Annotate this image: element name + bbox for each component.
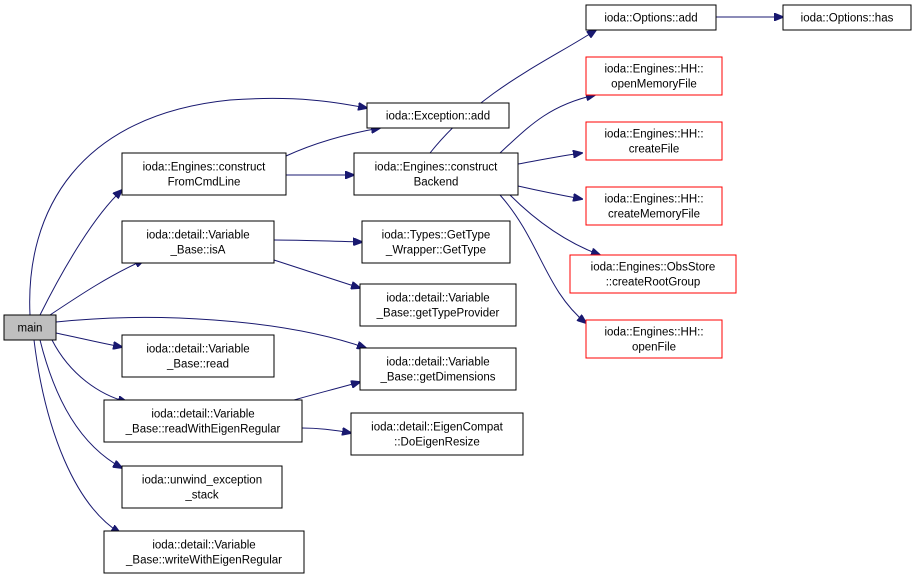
- node-hh_open[interactable]: ioda::Engines::HH::openFile: [585, 319, 723, 359]
- edge-construct_backend-to-hh_openmem: [499, 95, 595, 154]
- node-label: _Base::writeWithEigenRegular: [125, 555, 282, 567]
- node-var_readeigen[interactable]: ioda::detail::Variable_Base::readWithEig…: [103, 399, 303, 443]
- node-box: [103, 399, 303, 443]
- node-main[interactable]: main: [3, 314, 57, 341]
- edge-main-to-construct_cmd: [39, 190, 122, 316]
- node-box: [359, 347, 517, 391]
- node-label: ioda::Options::has: [801, 13, 894, 25]
- node-label: _Base::getDimensions: [379, 372, 495, 384]
- node-box: [103, 530, 305, 574]
- node-label: openFile: [632, 342, 676, 354]
- node-var_gettypeprovider[interactable]: ioda::detail::Variable_Base::getTypeProv…: [359, 283, 517, 327]
- edge-main-to-unwind: [39, 339, 122, 468]
- node-label: _Base::read: [166, 359, 229, 371]
- edge-var_isa-to-gettype: [273, 240, 362, 242]
- node-box: [585, 186, 723, 226]
- node-label: main: [18, 323, 43, 335]
- node-label: ioda::Engines::ObsStore: [591, 262, 716, 274]
- node-label: ioda::Options::add: [604, 13, 697, 25]
- edge-construct_backend-to-hh_creatememory: [517, 185, 582, 199]
- node-label: ioda::detail::Variable: [386, 357, 489, 369]
- node-opts_has[interactable]: ioda::Options::has: [782, 4, 912, 31]
- node-var_isa[interactable]: ioda::detail::Variable_Base::isA: [121, 220, 275, 264]
- edge-main-to-var_readeigen: [51, 339, 127, 402]
- node-box: [782, 4, 912, 31]
- node-box: [359, 283, 517, 327]
- node-label: createMemoryFile: [608, 209, 700, 221]
- node-box: [121, 220, 275, 264]
- edge-main-to-var_read: [55, 332, 122, 347]
- node-box: [361, 220, 511, 264]
- node-label: openMemoryFile: [611, 79, 697, 91]
- edge-var_readeigen-to-eigen_resize: [301, 428, 351, 433]
- node-box: [569, 254, 737, 294]
- node-label: ioda::Engines::HH::: [604, 327, 703, 339]
- node-label: _Base::isA: [170, 245, 226, 257]
- node-box: [121, 465, 283, 509]
- node-exc_add[interactable]: ioda::Exception::add: [366, 102, 510, 129]
- node-box: [121, 152, 287, 196]
- node-box: [585, 4, 717, 31]
- edge-var_readeigen-to-var_getdims: [293, 382, 360, 401]
- node-label: ioda::Engines::HH::: [604, 64, 703, 76]
- node-label: ioda::Exception::add: [386, 111, 490, 123]
- node-label: ioda::detail::Variable: [146, 344, 249, 356]
- node-label: _Base::readWithEigenRegular: [125, 424, 281, 436]
- node-hh_creatememory[interactable]: ioda::Engines::HH::createMemoryFile: [585, 186, 723, 226]
- edges-layer: [29, 17, 783, 533]
- node-var_read[interactable]: ioda::detail::Variable_Base::read: [121, 334, 275, 378]
- node-label: ::DoEigenResize: [394, 437, 480, 449]
- node-label: ioda::Engines::construct: [143, 162, 267, 174]
- node-eigen_resize[interactable]: ioda::detail::EigenCompat::DoEigenResize: [350, 412, 524, 456]
- edge-main-to-var_writeeigen: [33, 339, 120, 533]
- node-label: ioda::detail::EigenCompat: [371, 422, 503, 434]
- node-box: [585, 121, 723, 161]
- node-box: [121, 334, 275, 378]
- edge-construct_cmd-to-exc_add: [285, 128, 380, 157]
- node-box: [350, 412, 524, 456]
- node-label: _stack: [184, 490, 218, 502]
- node-label: ::createRootGroup: [606, 277, 701, 289]
- node-label: ioda::detail::Variable: [151, 409, 254, 421]
- edge-construct_backend-to-hh_open: [499, 194, 586, 323]
- node-box: [585, 319, 723, 359]
- node-label: ioda::Engines::HH::: [604, 129, 703, 141]
- node-obsstore_root[interactable]: ioda::Engines::ObsStore::createRootGroup: [569, 254, 737, 294]
- node-box: [3, 314, 57, 341]
- node-label: ioda::unwind_exception: [142, 475, 262, 487]
- nodes-layer: main ioda::Options::add ioda::Options::has…: [3, 4, 912, 574]
- node-label: _Base::getTypeProvider: [376, 308, 500, 320]
- node-box: [353, 152, 519, 196]
- node-label: _Wrapper::GetType: [385, 245, 486, 257]
- node-label: FromCmdLine: [168, 177, 241, 189]
- edge-main-to-var_isa: [49, 260, 144, 316]
- edge-var_isa-to-var_gettypeprovider: [273, 259, 360, 288]
- node-label: ioda::Types::GetType: [382, 230, 491, 242]
- node-hh_create[interactable]: ioda::Engines::HH::createFile: [585, 121, 723, 161]
- edge-main-to-var_getdims: [55, 317, 366, 348]
- node-label: ioda::detail::Variable: [386, 293, 489, 305]
- node-hh_openmem[interactable]: ioda::Engines::HH::openMemoryFile: [585, 56, 723, 96]
- node-label: ioda::detail::Variable: [146, 230, 249, 242]
- node-var_getdims[interactable]: ioda::detail::Variable_Base::getDimensio…: [359, 347, 517, 391]
- node-label: ioda::detail::Variable: [152, 540, 255, 552]
- node-box: [585, 56, 723, 96]
- edge-construct_backend-to-opts_add: [429, 30, 596, 154]
- node-label: ioda::Engines::construct: [375, 162, 499, 174]
- node-label: Backend: [414, 177, 459, 189]
- edge-main-to-exc_add: [29, 97, 367, 316]
- node-var_writeeigen[interactable]: ioda::detail::Variable_Base::writeWithEi…: [103, 530, 305, 574]
- node-box: [366, 102, 510, 129]
- edge-construct_backend-to-obsstore_root: [509, 194, 600, 255]
- node-label: ioda::Engines::HH::: [604, 194, 703, 206]
- node-opts_add[interactable]: ioda::Options::add: [585, 4, 717, 31]
- node-label: createFile: [629, 144, 680, 156]
- node-gettype[interactable]: ioda::Types::GetType_Wrapper::GetType: [361, 220, 511, 264]
- edge-construct_backend-to-hh_create: [517, 153, 582, 165]
- node-unwind[interactable]: ioda::unwind_exception_stack: [121, 465, 283, 509]
